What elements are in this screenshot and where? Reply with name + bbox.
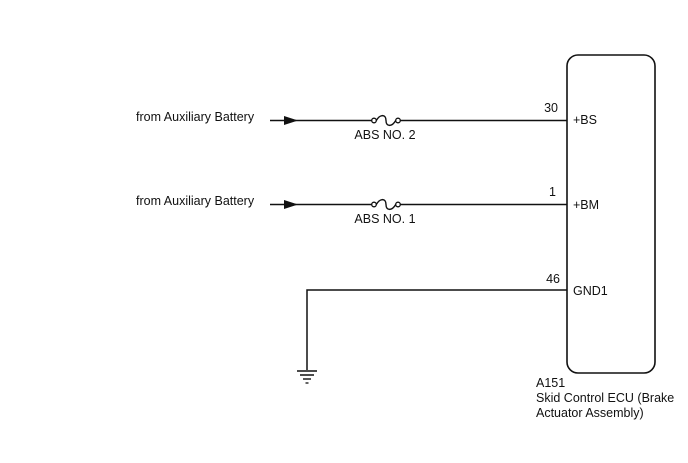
circuit-bs: from Auxiliary Battery ABS NO. 2 30 +BS bbox=[136, 101, 597, 142]
terminal-label: GND1 bbox=[573, 284, 608, 298]
fuse-label: ABS NO. 1 bbox=[354, 212, 415, 226]
fuse-icon bbox=[371, 114, 401, 127]
wire bbox=[306, 289, 567, 370]
pin-number: 30 bbox=[544, 101, 558, 115]
source-label: from Auxiliary Battery bbox=[136, 110, 255, 124]
fuse-label: ABS NO. 2 bbox=[354, 128, 415, 142]
ecu-name-line2: Actuator Assembly) bbox=[536, 406, 644, 420]
pin-number: 46 bbox=[546, 272, 560, 286]
source-label: from Auxiliary Battery bbox=[136, 194, 255, 208]
fuse-icon bbox=[371, 198, 401, 211]
ground-icon bbox=[297, 370, 317, 384]
terminal-label: +BM bbox=[573, 198, 599, 212]
circuit-bm: from Auxiliary Battery ABS NO. 1 1 +BM bbox=[136, 185, 599, 226]
pin-number: 1 bbox=[549, 185, 556, 199]
ecu-name-line1: Skid Control ECU (Brake bbox=[536, 391, 674, 405]
ecu-box bbox=[566, 54, 656, 374]
terminal-label: +BS bbox=[573, 113, 597, 127]
circuit-ground: 46 GND1 bbox=[297, 272, 608, 384]
ecu-connector-code: A151 bbox=[536, 376, 565, 390]
